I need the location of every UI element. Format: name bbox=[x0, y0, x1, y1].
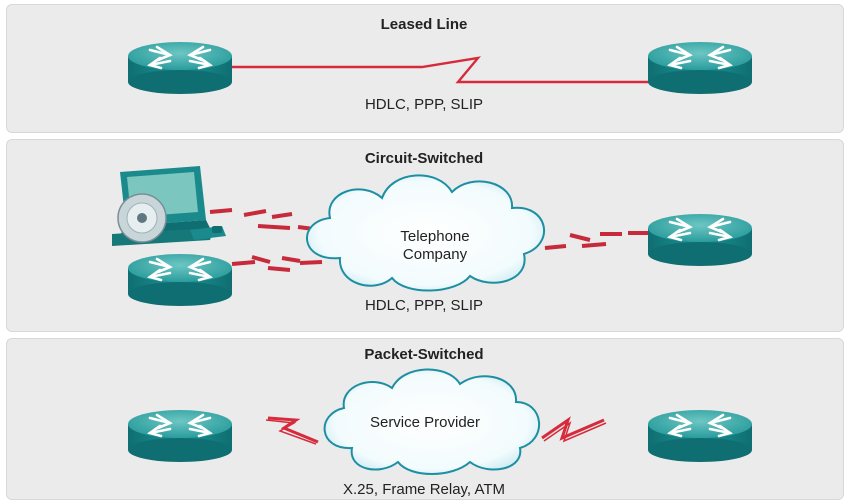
circuit-switched-protocols: HDLC, PPP, SLIP bbox=[364, 297, 484, 314]
telephone-company-label: Telephone Company bbox=[370, 228, 500, 264]
dashed-dialup-link-icon bbox=[209, 208, 650, 272]
router-icon bbox=[126, 40, 234, 96]
router-icon bbox=[646, 40, 754, 96]
cloud-label-line1: Telephone bbox=[400, 228, 470, 245]
cloud-label-line2: Company bbox=[402, 246, 468, 263]
router-icon bbox=[646, 212, 754, 268]
computer-icon bbox=[112, 166, 226, 246]
cloud-icon bbox=[306, 174, 545, 292]
circuit-switched-title: Circuit-Switched bbox=[364, 150, 484, 167]
router-icon bbox=[646, 408, 754, 464]
packet-switched-title: Packet-Switched bbox=[364, 346, 484, 363]
leased-line-protocols: HDLC, PPP, SLIP bbox=[364, 96, 484, 113]
cloud-icon bbox=[323, 368, 540, 475]
service-provider-label: Service Provider bbox=[369, 414, 481, 431]
packet-switched-protocols: X.25, Frame Relay, ATM bbox=[343, 481, 505, 498]
router-icon bbox=[126, 408, 234, 464]
leased-line-link bbox=[232, 56, 650, 84]
leased-line-title: Leased Line bbox=[380, 16, 468, 33]
serial-link-icon bbox=[265, 416, 607, 445]
